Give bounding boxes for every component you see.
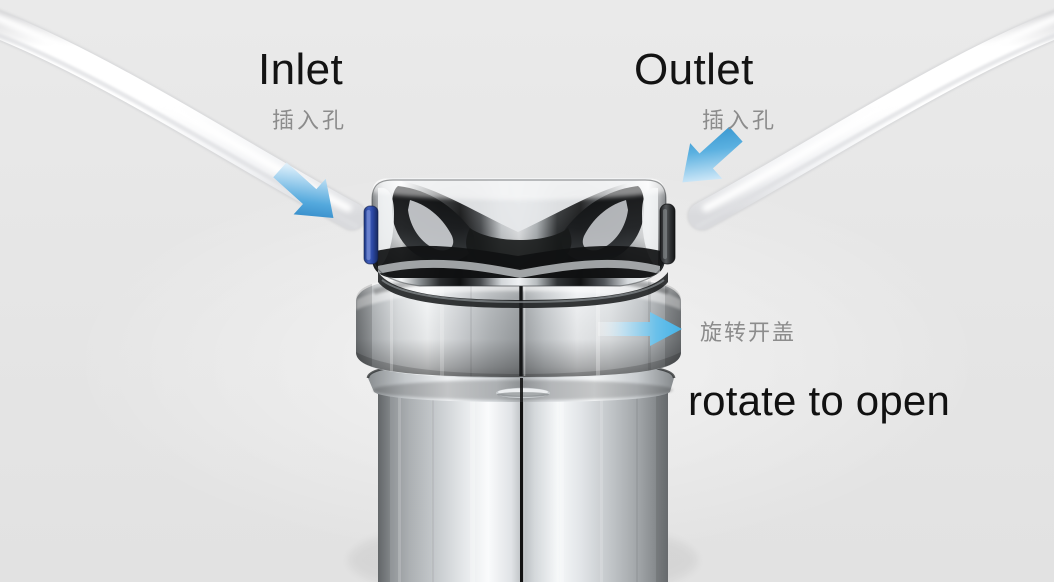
rotate-label-en: rotate to open	[688, 377, 950, 424]
outlet-hose	[687, 9, 1054, 231]
rotate-label-cn: 旋转开盖	[700, 320, 797, 345]
chrome-bowtie-cap	[371, 178, 668, 308]
inlet-label-en: Inlet	[258, 45, 344, 94]
inlet-port-clip	[363, 205, 379, 265]
inlet-label-cn: 插入孔	[272, 108, 348, 133]
outlet-label-en: Outlet	[634, 45, 754, 94]
inlet-arrow	[273, 162, 334, 219]
outlet-arrow	[682, 126, 743, 183]
vertical-seam	[520, 386, 524, 582]
rotate-arrow	[598, 312, 682, 346]
outlet-port-clip	[659, 203, 676, 265]
outlet-label-cn: 插入孔	[702, 108, 778, 133]
